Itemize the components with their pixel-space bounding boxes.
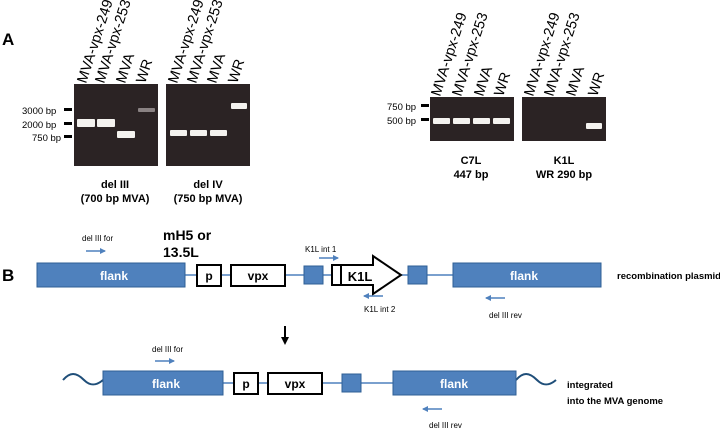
gel1 [74, 84, 158, 166]
plasmid-small-block-1 [303, 265, 324, 285]
panel-label-a: A [2, 30, 14, 49]
plasmid-side-label: recombination plasmid [617, 271, 720, 282]
genome-flank-right-label: flank [440, 377, 468, 391]
gel1-lane-labels: MVA-vpx-249 MVA-vpx-253 MVA WR [75, 0, 157, 85]
gel1-caption-1: del III [101, 179, 129, 191]
gel1-caption-2: (700 bp MVA) [81, 193, 150, 205]
genome-vpx-box [267, 372, 323, 395]
plasmid-flank-right-label: flank [510, 269, 538, 283]
marker-750-right-tick [421, 104, 429, 107]
marker-right: 750 bp 500 bp [387, 102, 429, 127]
marker-3000-tick [64, 108, 72, 111]
marker-2000: 2000 bp [22, 120, 56, 131]
gel1-lane-4-label: WR [134, 57, 157, 85]
gel2 [166, 84, 250, 166]
marker-750: 750 bp [32, 133, 61, 144]
gel2-band-3 [210, 130, 227, 136]
plasmid-small-block-2 [407, 265, 428, 285]
plasmid-k1l-label: K1L [348, 269, 373, 284]
gel2-lane-labels: MVA-vpx-249 MVA-vpx-253 MVA WR [166, 0, 249, 85]
gel4-lane-labels: MVA-vpx-249 MVA-vpx-253 MVA WR [522, 11, 609, 98]
gel3-band-3 [473, 118, 490, 124]
plasmid-flank-left [36, 262, 186, 288]
marker-500-right: 500 bp [387, 116, 416, 127]
gel4-caption-1: K1L [554, 155, 575, 167]
genome-side-label-2: into the MVA genome [567, 396, 663, 407]
gel2-band-2 [190, 130, 207, 136]
plasmid-promoter-box-label: p [205, 269, 212, 283]
plasmid-primer-k1l-int2-label: K1L int 2 [364, 305, 396, 314]
marker-left: 3000 bp 2000 bp 750 bp [22, 106, 72, 144]
gel3-caption-2: 447 bp [454, 169, 489, 181]
plasmid-primer-k1l-int1-label: K1L int 1 [305, 245, 337, 254]
gel1-band-2 [97, 119, 115, 127]
gel2-lane-4-label: WR [226, 57, 249, 85]
marker-750-right: 750 bp [387, 102, 416, 113]
genome-wave-right [515, 373, 557, 386]
gel4-image [522, 97, 606, 141]
panel-label-b: B [2, 266, 14, 285]
genome-primer-del3-rev-label: del III rev [429, 421, 462, 430]
gel3-band-1 [433, 118, 450, 124]
promoter-label-2: 13.5L [163, 244, 199, 260]
promoter-label-1: mH5 or [163, 227, 212, 243]
plasmid-vpx-box-label: vpx [248, 269, 269, 283]
marker-2000-tick [64, 122, 72, 125]
gel1-band-4 [138, 108, 155, 112]
plasmid-k1l-arrow [331, 254, 403, 296]
marker-500-right-tick [421, 118, 429, 121]
gel4 [522, 97, 606, 141]
plasmid-primer-del3-for-label: del III for [82, 234, 113, 243]
genome-side-label-1: integrated [567, 380, 613, 391]
genome-flank-left-label: flank [152, 377, 180, 391]
gel3-lane-labels: MVA-vpx-249 MVA-vpx-253 MVA WR [429, 11, 515, 98]
genome-primer-del3-for-label: del III for [152, 345, 183, 354]
plasmid-primer-del3-rev-label: del III rev [489, 311, 522, 320]
gel2-image [166, 84, 250, 166]
marker-3000: 3000 bp [22, 106, 56, 117]
plasmid-vpx-box [230, 264, 286, 287]
gel3-lane-4-label: WR [492, 70, 515, 98]
genome-promoter-box [233, 372, 259, 395]
gel3-band-4 [493, 118, 510, 124]
gel1-band-1 [77, 119, 95, 127]
marker-750-tick [64, 135, 72, 138]
gel4-caption-2: WR 290 bp [536, 169, 593, 181]
gel2-band-1 [170, 130, 187, 136]
gel3-caption-1: C7L [461, 155, 482, 167]
plasmid-promoter-box [196, 264, 222, 287]
gel3-band-2 [453, 118, 470, 124]
gel4-lane-3-label: MVA [564, 64, 589, 98]
genome-flank-right [392, 370, 517, 396]
genome-wave-left [62, 373, 104, 386]
genome-promoter-box-label: p [242, 377, 249, 391]
gel1-band-3 [117, 131, 135, 138]
genome-small-block [341, 373, 362, 393]
gel4-band-4 [586, 123, 602, 129]
gel2-band-4 [231, 103, 247, 109]
gel4-lane-4-label: WR [586, 70, 609, 98]
plasmid-flank-left-label: flank [100, 269, 128, 283]
gel2-caption-1: del IV [193, 179, 223, 191]
genome-flank-left [102, 370, 224, 396]
gel2-caption-2: (750 bp MVA) [174, 193, 243, 205]
plasmid-flank-right [452, 262, 602, 288]
gel3 [430, 97, 514, 141]
genome-vpx-box-label: vpx [285, 377, 306, 391]
